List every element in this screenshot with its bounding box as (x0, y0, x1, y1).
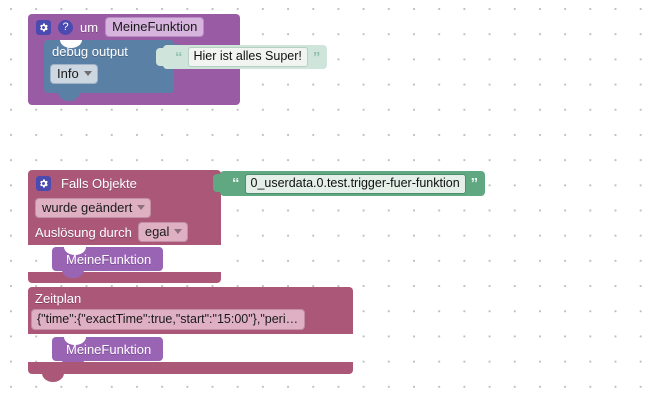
schedule-value-field[interactable]: {"time":{"exactTime":true,"start":"15:00… (31, 309, 306, 330)
trigger-condition-row: wurde geändert (28, 197, 221, 221)
value-output-tab (213, 174, 221, 192)
function-body: debug output Info (44, 40, 240, 105)
quote-close-icon: ” (312, 48, 321, 66)
block-notch-top (64, 247, 86, 255)
quote-close-icon: ” (470, 175, 479, 192)
function-keyword-label: um (80, 19, 99, 35)
debug-level-row: Info (44, 63, 174, 87)
debug-level-dropdown[interactable]: Info (50, 64, 98, 84)
function-call-block[interactable]: MeineFunktion (52, 337, 164, 368)
gear-icon[interactable] (36, 19, 51, 35)
chevron-down-icon (137, 205, 146, 210)
quote-open-icon: “ (175, 48, 183, 66)
block-notch-top (60, 40, 82, 48)
schedule-body: Zeitplan {"time":{"exactTime":true,"star… (28, 287, 353, 334)
object-trigger-footer (28, 272, 221, 283)
function-block-header: ? um MeineFunktion (28, 14, 240, 40)
trigger-body-channel: MeineFunktion (42, 245, 221, 278)
gear-icon[interactable] (36, 176, 51, 191)
string-value-field[interactable]: Hier ist alles Super! (187, 47, 308, 67)
schedule-value-row: {"time":{"exactTime":true,"start":"15:00… (28, 308, 353, 334)
schedule-title: Zeitplan (35, 291, 82, 306)
object-id-field[interactable]: 0_userdata.0.test.trigger-fuer-funktion (244, 173, 466, 194)
object-trigger-body: Falls Objekte wurde geändert Auslösung d… (28, 170, 221, 245)
debug-output-block[interactable]: debug output Info (44, 40, 181, 101)
function-name-field[interactable]: MeineFunktion (105, 17, 205, 37)
trigger-source-value: egal (144, 224, 170, 239)
schedule-footer (28, 362, 353, 382)
function-call-block[interactable]: MeineFunktion (52, 247, 164, 278)
schedule-title-row: Zeitplan (28, 287, 353, 308)
help-icon[interactable]: ? (58, 19, 73, 35)
quote-open-icon: “ (232, 175, 240, 192)
debug-level-value: Info (57, 66, 79, 81)
function-call-label: MeineFunktion (66, 251, 152, 267)
trigger-source-label: Auslösung durch (35, 224, 132, 240)
string-literal-block-object-id[interactable]: “ 0_userdata.0.test.trigger-fuer-funktio… (213, 171, 486, 196)
trigger-condition-value: wurde geändert (42, 200, 133, 215)
block-notch-bottom (58, 92, 80, 101)
schedule-block[interactable]: Zeitplan {"time":{"exactTime":true,"star… (28, 287, 353, 382)
trigger-source-row: Auslösung durch egal (28, 221, 221, 245)
chevron-down-icon (174, 229, 183, 234)
trigger-condition-dropdown[interactable]: wurde geändert (35, 198, 152, 218)
schedule-body-channel: MeineFunktion (42, 334, 353, 368)
trigger-source-dropdown[interactable]: egal (137, 222, 189, 242)
object-trigger-header: Falls Objekte (28, 170, 221, 197)
function-call-label: MeineFunktion (66, 341, 152, 357)
value-output-tab (156, 48, 164, 66)
string-literal-block-message[interactable]: “ Hier ist alles Super! ” (156, 45, 328, 69)
block-notch-top (64, 337, 86, 345)
object-trigger-block[interactable]: Falls Objekte wurde geändert Auslösung d… (28, 170, 221, 283)
object-trigger-title: Falls Objekte (61, 176, 137, 191)
block-notch-bottom (42, 373, 64, 382)
block-notch-bottom (62, 270, 84, 278)
chevron-down-icon (83, 71, 92, 76)
